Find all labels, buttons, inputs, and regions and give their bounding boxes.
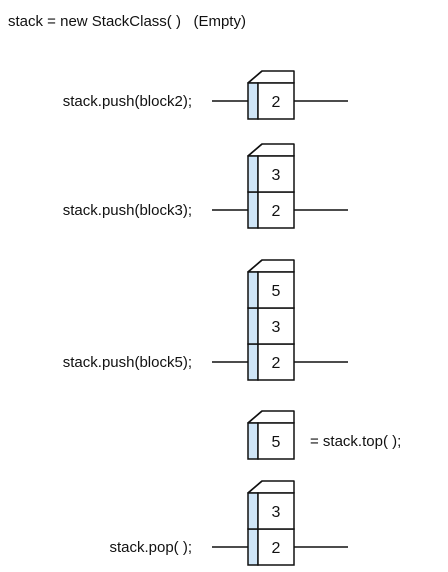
block-edge: [247, 480, 263, 494]
block-face: [257, 492, 295, 530]
block: 2: [247, 70, 295, 120]
block-edge: [247, 259, 263, 273]
block-face: [257, 343, 295, 381]
block-side: [247, 528, 259, 566]
block-side: [247, 422, 259, 460]
block-value: 2: [272, 203, 281, 220]
block-side: [247, 82, 259, 120]
block-value: 3: [272, 167, 281, 184]
stack-step-3: 2 3 5 stack.push(block5);: [63, 259, 348, 381]
block-value: 3: [272, 504, 281, 521]
block-edge: [247, 410, 263, 424]
block-value: 2: [272, 355, 281, 372]
result-label: = stack.top( );: [310, 433, 401, 450]
block-side: [247, 492, 259, 530]
header-text: stack = new StackClass( ) (Empty): [8, 13, 246, 30]
block-face: [257, 422, 295, 460]
block: 3: [247, 295, 295, 345]
block-side: [247, 343, 259, 381]
block-value: 3: [272, 319, 281, 336]
block-face: [257, 307, 295, 345]
block-face: [257, 528, 295, 566]
block-side: [247, 191, 259, 229]
block: 3: [247, 480, 295, 530]
block-edge: [247, 70, 263, 84]
block-side: [247, 307, 259, 345]
operation-label: stack.push(block2);: [63, 93, 192, 110]
steps-layer: 2 stack.push(block2); 2 3 stack.push(block3)…: [63, 70, 401, 566]
block: 5: [247, 259, 295, 309]
block-face: [257, 82, 295, 120]
block-value: 5: [272, 434, 281, 451]
block-value: 2: [272, 540, 281, 557]
block-face: [257, 271, 295, 309]
block: 5: [247, 410, 295, 460]
stack-step-4: 5 = stack.top( );: [247, 410, 401, 460]
operation-label: stack.pop( );: [109, 539, 192, 556]
block-face: [257, 155, 295, 193]
operation-label: stack.push(block5);: [63, 354, 192, 371]
block-side: [247, 155, 259, 193]
operation-label: stack.push(block3);: [63, 202, 192, 219]
stack-step-5: 2 3 stack.pop( );: [109, 480, 348, 566]
block-value: 2: [272, 94, 281, 111]
stack-step-1: 2 stack.push(block2);: [63, 70, 348, 120]
block-value: 5: [272, 283, 281, 300]
block: 2: [247, 179, 295, 229]
block-edge: [247, 143, 263, 157]
stack-step-2: 2 3 stack.push(block3);: [63, 143, 348, 229]
block-side: [247, 271, 259, 309]
block: 3: [247, 143, 295, 193]
